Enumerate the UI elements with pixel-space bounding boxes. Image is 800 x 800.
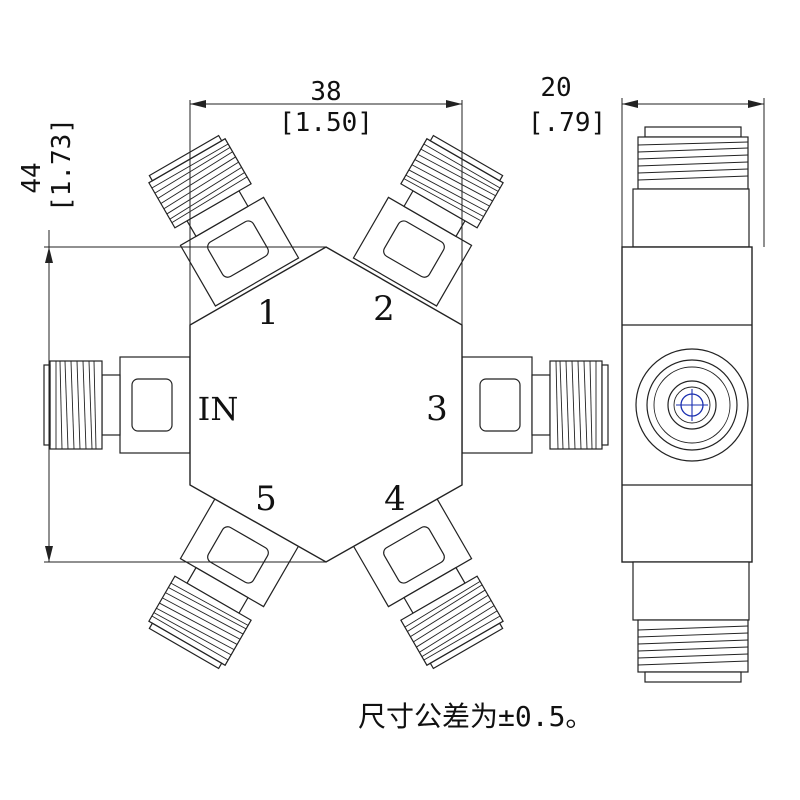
label-port-4: 4 bbox=[384, 479, 406, 519]
label-port-1: 1 bbox=[257, 293, 279, 333]
depth-in: [.79] bbox=[528, 108, 606, 138]
height-in: [1.73] bbox=[47, 118, 77, 212]
width-dimension: 38 [1.50] bbox=[189, 77, 463, 325]
label-input: IN bbox=[198, 390, 239, 428]
connector-port-3 bbox=[461, 356, 609, 454]
height-mm: 44 bbox=[17, 162, 47, 193]
label-port-2: 2 bbox=[373, 289, 395, 329]
depth-dimension: 20 [.79] bbox=[528, 73, 765, 247]
width-in: [1.50] bbox=[279, 108, 373, 138]
side-view bbox=[621, 126, 753, 683]
front-view: 1 2 3 4 5 IN bbox=[43, 130, 609, 674]
tolerance-note: 尺寸公差为±0.5。 bbox=[358, 700, 593, 733]
height-dimension: 44 [1.73] bbox=[17, 118, 326, 563]
connector-input bbox=[43, 356, 191, 454]
label-port-3: 3 bbox=[426, 389, 448, 429]
width-mm: 38 bbox=[310, 77, 341, 107]
depth-mm: 20 bbox=[540, 73, 571, 103]
label-port-5: 5 bbox=[255, 479, 277, 519]
